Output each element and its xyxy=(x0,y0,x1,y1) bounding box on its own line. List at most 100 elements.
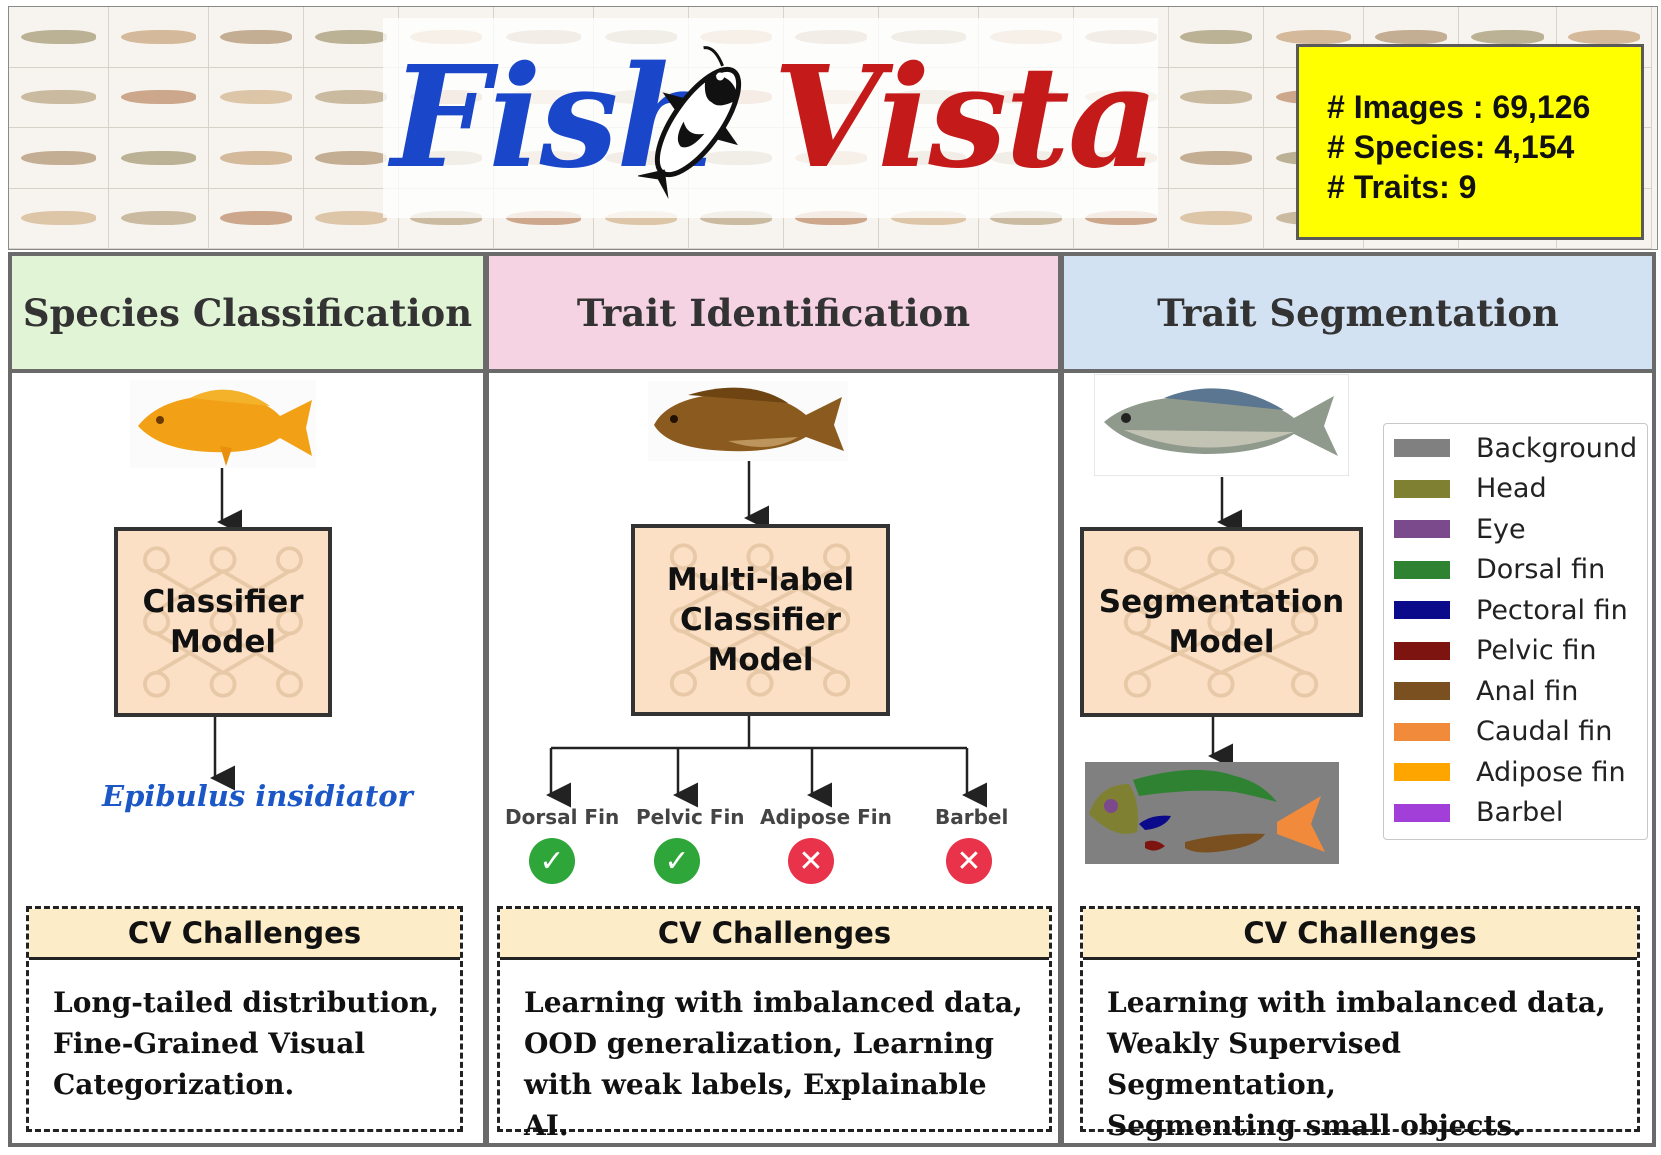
trait-challenge-line-3: with weak labels, Explainable AI. xyxy=(524,1068,987,1142)
legend-item: Caudal fin xyxy=(1394,714,1612,750)
neural-network-icon xyxy=(1123,546,1319,698)
legend-swatch xyxy=(1394,682,1450,700)
legend-swatch xyxy=(1394,601,1450,619)
legend-label: Pelvic fin xyxy=(1476,635,1597,666)
mosaic-fish-tile xyxy=(209,7,304,68)
legend-item: Barbel xyxy=(1394,795,1563,831)
cross-icon: ✕ xyxy=(946,838,992,884)
check-icon: ✓ xyxy=(529,838,575,884)
fish-silhouette xyxy=(20,150,97,165)
classifier-model-box: Classifier Model xyxy=(114,527,332,717)
legend-label: Barbel xyxy=(1476,797,1564,828)
fish-silhouette xyxy=(1180,29,1252,44)
legend-swatch xyxy=(1394,439,1450,457)
dataset-stats-box: # Images : 69,126 # Species: 4,154 # Tra… xyxy=(1296,44,1644,240)
fish-silhouette xyxy=(1180,211,1252,226)
legend-item: Anal fin xyxy=(1394,673,1578,709)
legend-item: Head xyxy=(1394,471,1547,507)
legend-item: Dorsal fin xyxy=(1394,552,1605,588)
legend-swatch xyxy=(1394,641,1450,660)
fish-silhouette xyxy=(20,90,97,105)
species-challenge-line-1: Long-tailed distribution, xyxy=(53,986,439,1019)
stat-species: # Species: 4,154 xyxy=(1327,129,1575,165)
trait-label-barbel: Barbel xyxy=(935,805,1009,829)
multilabel-model-line-3: Model xyxy=(707,642,814,678)
fish-silhouette xyxy=(220,29,292,44)
trait-challenge-line-2: OOD generalization, Learning xyxy=(524,1027,995,1060)
legend-swatch xyxy=(1394,479,1450,498)
mosaic-fish-tile xyxy=(1169,67,1264,128)
koi-fish-logo-icon xyxy=(638,46,742,200)
segmentation-challenge-line-3: Segmenting small objects. xyxy=(1107,1109,1522,1142)
cross-icon: ✕ xyxy=(788,838,834,884)
multilabel-model-line-2: Classifier xyxy=(679,602,842,638)
trait-header-label: Trait Identification xyxy=(576,290,971,335)
segmentation-cv-challenges-heading: CV Challenges xyxy=(1083,909,1637,960)
legend-swatch xyxy=(1394,520,1450,538)
trait-label-adipose-fin: Adipose Fin xyxy=(760,805,892,829)
trait-label-pelvic-fin: Pelvic Fin xyxy=(636,805,745,829)
legend-swatch xyxy=(1394,763,1450,781)
legend-label: Anal fin xyxy=(1476,675,1579,707)
mosaic-fish-tile xyxy=(304,188,399,249)
fish-silhouette xyxy=(1180,150,1252,165)
fish-silhouette xyxy=(1375,29,1447,44)
fish-silhouette xyxy=(120,150,197,165)
fish-silhouette xyxy=(20,211,97,226)
legend-label: Head xyxy=(1476,473,1547,504)
mosaic-fish-tile xyxy=(1169,188,1264,249)
fish-silhouette xyxy=(315,211,387,226)
fish-silhouette xyxy=(315,150,387,165)
legend-item: Pectoral fin xyxy=(1394,592,1628,628)
trait-header: Trait Identification xyxy=(489,256,1058,373)
title-vista: Vista xyxy=(773,36,1159,200)
check-icon: ✓ xyxy=(654,838,700,884)
legend-label: Pectoral fin xyxy=(1476,594,1628,626)
species-challenge-line-3: Categorization. xyxy=(53,1068,295,1101)
neural-network-icon xyxy=(669,543,851,697)
legend-swatch xyxy=(1394,560,1450,579)
legend-item: Adipose fin xyxy=(1394,754,1626,790)
legend-item: Eye xyxy=(1394,511,1526,547)
legend-item: Pelvic fin xyxy=(1394,633,1596,669)
legend-label: Background xyxy=(1476,432,1638,464)
segmentation-challenge-line-1: Learning with imbalanced data, xyxy=(1107,986,1606,1019)
legend-label: Adipose fin xyxy=(1476,756,1626,788)
legend-item: Background xyxy=(1394,430,1637,466)
species-challenge-line-2: Fine-Grained Visual xyxy=(53,1027,366,1060)
segmentation-challenge-line-2: Weakly Supervised Segmentation, xyxy=(1107,1027,1401,1101)
fish-silhouette xyxy=(1275,29,1352,44)
mosaic-fish-tile xyxy=(9,67,109,128)
mosaic-fish-tile xyxy=(109,67,209,128)
mosaic-fish-tile xyxy=(1169,7,1264,68)
fish-silhouette xyxy=(1180,90,1252,105)
mosaic-fish-tile xyxy=(109,7,209,68)
mosaic-fish-tile xyxy=(9,128,109,189)
legend-label: Dorsal fin xyxy=(1476,554,1606,585)
segmentation-header-label: Trait Segmentation xyxy=(1157,290,1559,335)
fish-silhouette xyxy=(20,29,97,44)
trait-challenge-line-1: Learning with imbalanced data, xyxy=(524,986,1023,1019)
segmentation-model-line-1: Segmentation xyxy=(1098,584,1345,620)
stat-traits: # Traits: 9 xyxy=(1327,169,1477,205)
fish-silhouette xyxy=(315,29,387,44)
segmentation-header: Trait Segmentation xyxy=(1064,256,1652,373)
fish-silhouette xyxy=(120,90,197,105)
mosaic-fish-tile xyxy=(209,188,304,249)
fish-silhouette xyxy=(120,211,197,226)
mosaic-fish-tile xyxy=(209,67,304,128)
species-cv-challenges-box: CV Challenges Long-tailed distribution, … xyxy=(26,906,463,1132)
neural-network-icon xyxy=(143,546,303,698)
classifier-model-line-2: Model xyxy=(170,624,276,660)
segmentation-mask-image xyxy=(1085,762,1339,864)
mosaic-fish-tile xyxy=(9,7,109,68)
fish-silhouette xyxy=(1470,29,1545,44)
stat-images: # Images : 69,126 xyxy=(1327,89,1591,125)
species-header: Species Classification xyxy=(12,256,483,373)
multilabel-model-line-1: Multi-label xyxy=(666,562,855,598)
orange-fish-image xyxy=(130,380,316,468)
classifier-model-line-1: Classifier xyxy=(142,584,304,620)
species-cv-challenges-heading: CV Challenges xyxy=(29,909,460,960)
